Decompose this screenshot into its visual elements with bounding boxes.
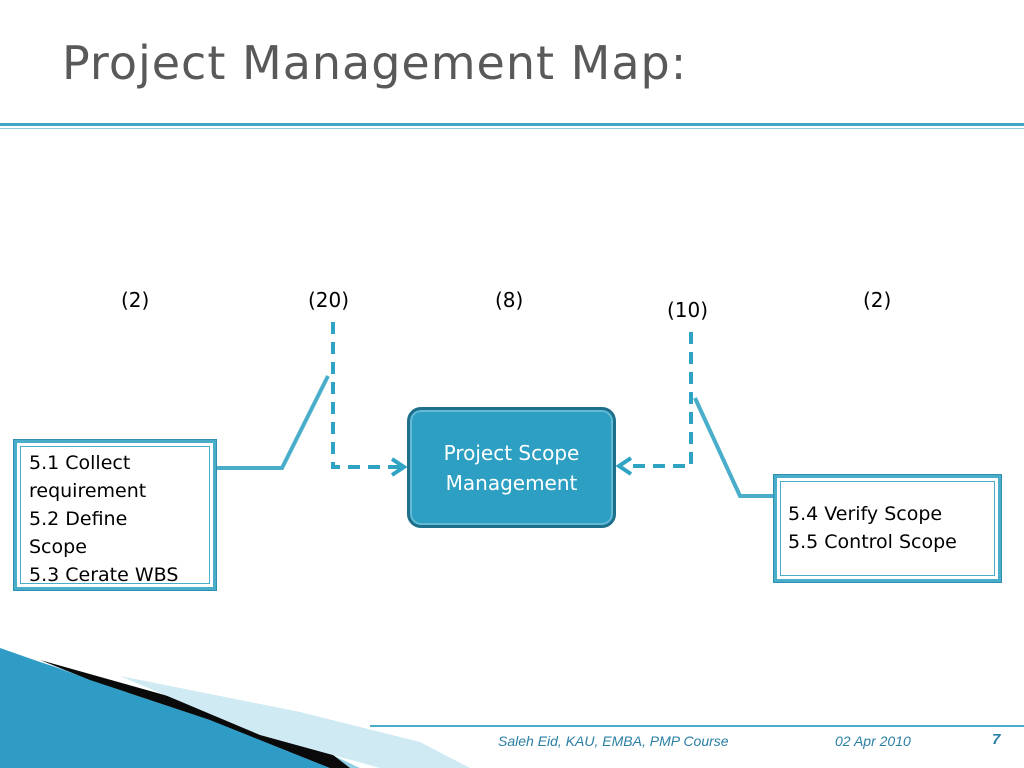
center-box-line-1: Project Scope: [443, 441, 580, 465]
footer-wave-pale: [120, 676, 470, 768]
left-box-text: 5.1 Collect requirement 5.2 Define Scope…: [29, 449, 178, 589]
title-rule-thin: [0, 128, 1024, 129]
right-process-box: 5.4 Verify Scope 5.5 Control Scope: [773, 474, 1002, 583]
count-label-5: (2): [863, 288, 892, 312]
footer-wave-blue: [0, 648, 330, 768]
slide-page-number: 7: [992, 731, 1001, 748]
right-box-line-2: 5.5 Control Scope: [788, 531, 957, 553]
footer-author: Saleh Eid, KAU, EMBA, PMP Course: [498, 733, 729, 749]
count-label-4: (10): [667, 298, 709, 322]
left-connector: [216, 375, 330, 470]
left-box-line-1: 5.1 Collect: [29, 452, 131, 474]
right-dashed-arrow: [626, 332, 693, 468]
center-box-text: Project Scope Management: [410, 438, 613, 498]
footer-wave-black: [40, 660, 350, 768]
center-knowledge-area-box: Project Scope Management: [407, 407, 616, 528]
left-dashed-arrow: [331, 322, 400, 469]
left-box-line-4: Scope: [29, 536, 87, 558]
right-arrowhead: [615, 456, 633, 476]
right-box-line-1: 5.4 Verify Scope: [788, 503, 943, 525]
count-label-1: (2): [121, 288, 150, 312]
count-label-2: (20): [308, 288, 350, 312]
left-box-line-5: 5.3 Cerate WBS: [29, 564, 179, 586]
count-label-3: (8): [495, 288, 524, 312]
title-rule: [0, 123, 1024, 126]
right-box-text: 5.4 Verify Scope 5.5 Control Scope: [788, 500, 957, 556]
left-box-line-3: 5.2 Define: [29, 508, 128, 530]
left-box-line-2: requirement: [29, 480, 147, 502]
right-connector: [693, 397, 776, 498]
left-process-box: 5.1 Collect requirement 5.2 Define Scope…: [13, 439, 217, 591]
footer-date: 02 Apr 2010: [835, 733, 911, 749]
slide-title: Project Management Map:: [62, 36, 688, 90]
left-arrowhead: [390, 457, 408, 477]
center-box-line-2: Management: [445, 471, 578, 495]
